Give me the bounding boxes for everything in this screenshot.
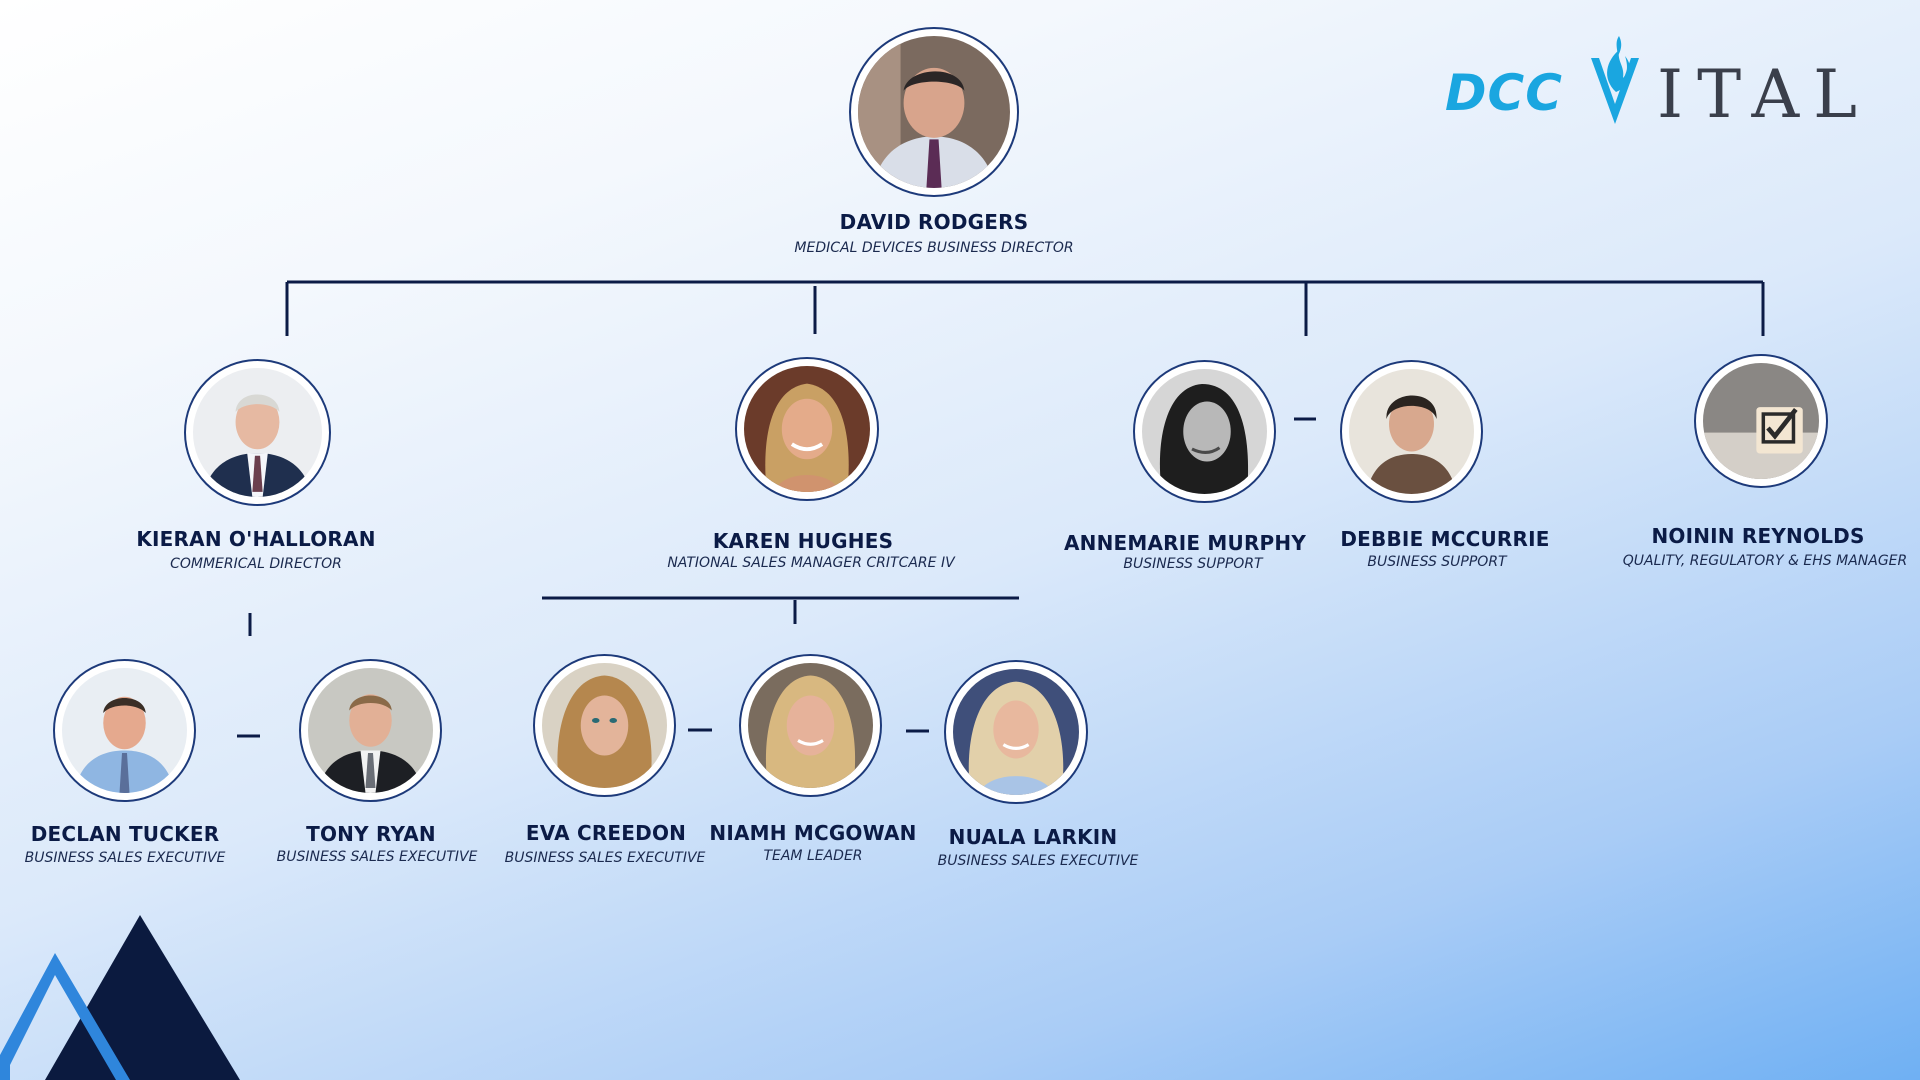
role-debbie-mccurrie: BUSINESS SUPPORT (1367, 554, 1507, 570)
role-declan-tucker: BUSINESS SALES EXECUTIVE (24, 850, 226, 866)
portrait-photo-declan (62, 668, 187, 793)
name-nuala-larkin: NUALA LARKIN (948, 825, 1118, 849)
name-eva-creedon: EVA CREEDON (525, 821, 687, 845)
logo-dcc-text: DCC (1445, 64, 1563, 122)
name-declan-tucker: DECLAN TUCKER (30, 822, 220, 846)
portrait-photo-kieran (193, 368, 322, 497)
portrait-photo-annemarie (1142, 369, 1267, 494)
portrait-photo-eva (542, 663, 667, 788)
role-nuala-larkin: BUSINESS SALES EXECUTIVE (937, 853, 1139, 869)
portrait-photo-karen (744, 366, 870, 492)
logo-ital-text: ITAL (1657, 56, 1871, 133)
role-noinin-reynolds: QUALITY, REGULATORY & EHS MANAGER (1622, 553, 1908, 569)
avatar-noinin-reynolds (1694, 354, 1828, 488)
name-niamh-mcgowan: NIAMH MCGOWAN (709, 821, 917, 845)
portrait-photo-debbie (1349, 369, 1474, 494)
portrait-photo-nuala (953, 669, 1079, 795)
name-david-rodgers: DAVID RODGERS (839, 210, 1029, 234)
avatar-debbie-mccurrie (1340, 360, 1483, 503)
dcc-vital-logo: DCC ITAL (1445, 30, 1885, 133)
avatar-annemarie-murphy (1133, 360, 1276, 503)
name-kieran-ohalloran: KIERAN O'HALLORAN (136, 527, 376, 551)
avatar-tony-ryan (299, 659, 442, 802)
avatar-karen-hughes (735, 357, 879, 501)
role-david-rodgers: MEDICAL DEVICES BUSINESS DIRECTOR (794, 240, 1074, 256)
portrait-photo-niamh (748, 663, 873, 788)
role-niamh-mcgowan: TEAM LEADER (763, 848, 863, 864)
checkbox-image-icon (1703, 363, 1819, 479)
avatar-declan-tucker (53, 659, 196, 802)
avatar-nuala-larkin (944, 660, 1088, 804)
role-annemarie-murphy: BUSINESS SUPPORT (1123, 556, 1263, 572)
portrait-photo-tony (308, 668, 433, 793)
name-tony-ryan: TONY RYAN (306, 822, 436, 846)
role-karen-hughes: NATIONAL SALES MANAGER CRITCARE IV (667, 555, 955, 571)
name-debbie-mccurrie: DEBBIE MCCURRIE (1340, 527, 1550, 551)
avatar-david-rodgers (849, 27, 1019, 197)
role-kieran-ohalloran: COMMERICAL DIRECTOR (170, 556, 342, 572)
portrait-photo-david (858, 36, 1010, 188)
logo-v-flame-icon (1591, 36, 1639, 124)
name-noinin-reynolds: NOININ REYNOLDS (1651, 524, 1865, 548)
name-karen-hughes: KAREN HUGHES (712, 529, 894, 553)
avatar-eva-creedon (533, 654, 676, 797)
avatar-niamh-mcgowan (739, 654, 882, 797)
role-tony-ryan: BUSINESS SALES EXECUTIVE (276, 849, 478, 865)
mountain-decoration (0, 915, 240, 1080)
avatar-kieran-ohalloran (184, 359, 331, 506)
name-annemarie-murphy: ANNEMARIE MURPHY (1063, 531, 1307, 555)
role-eva-creedon: BUSINESS SALES EXECUTIVE (504, 850, 706, 866)
